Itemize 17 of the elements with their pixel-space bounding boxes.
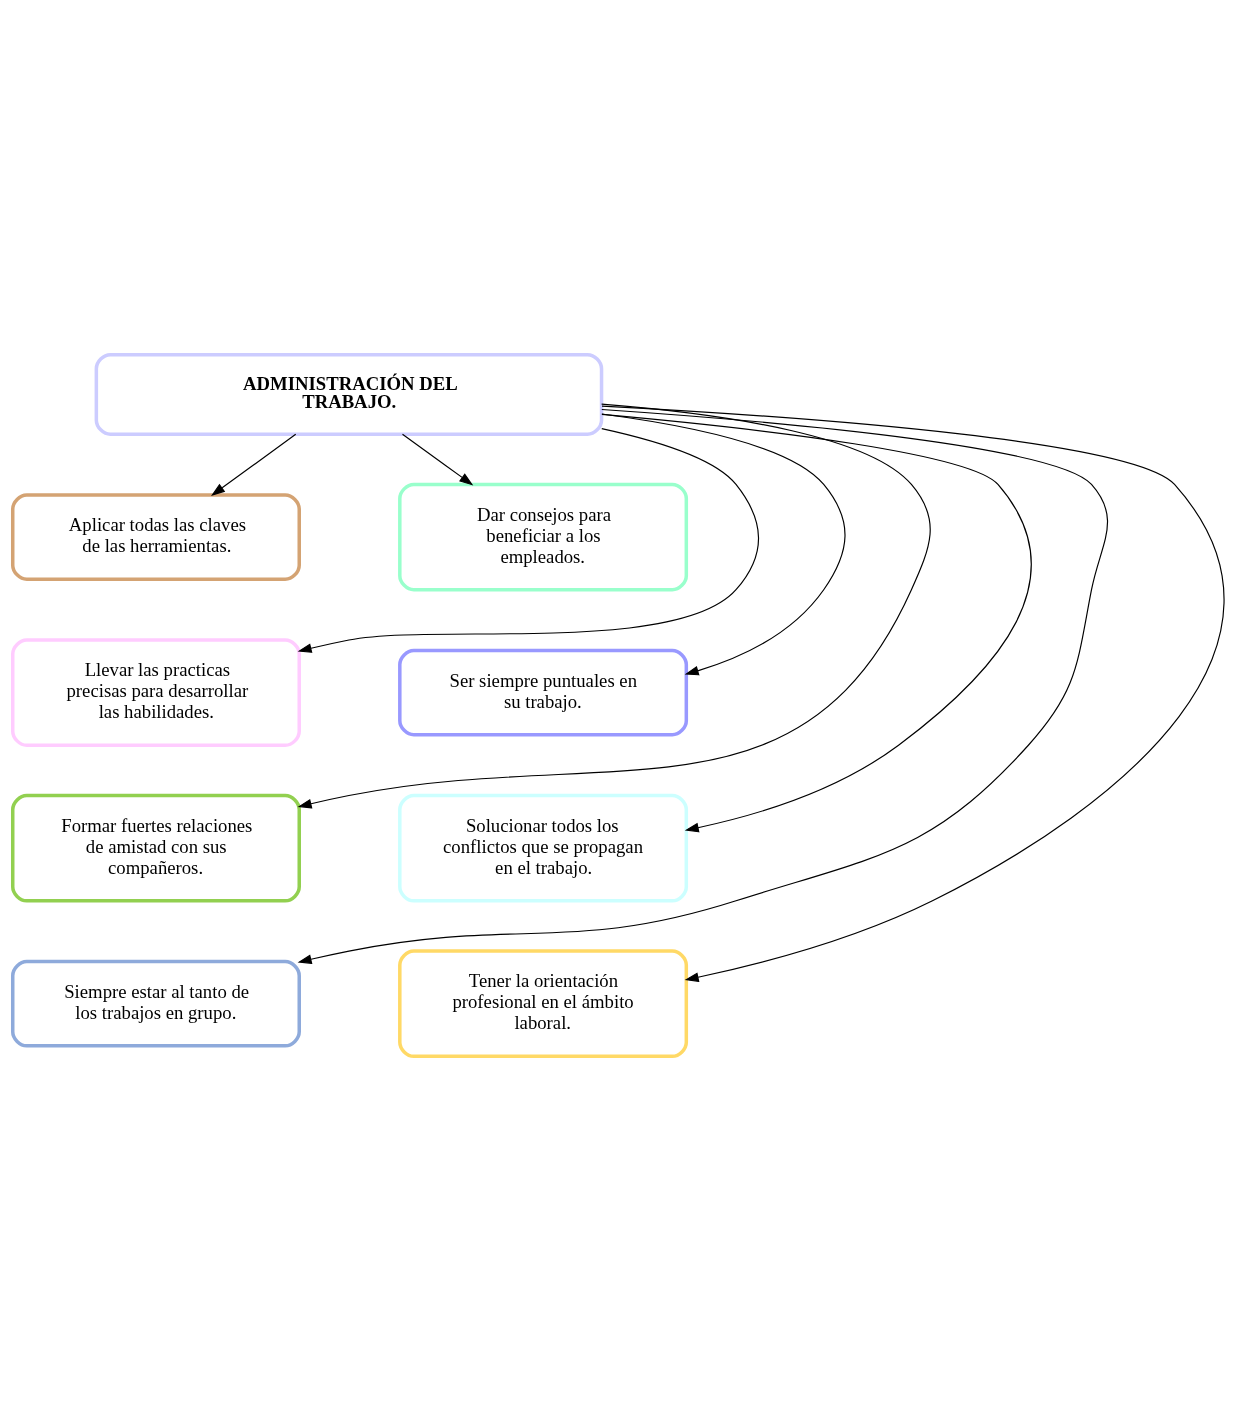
- arrow: [297, 428, 760, 653]
- arrow: [601, 413, 846, 676]
- node-box: Ser siempre puntuales en su trabajo.: [398, 648, 689, 737]
- arrow: [297, 408, 1109, 964]
- node-box: Formar fuertes relaciones de amistad con sus compañeros.: [11, 793, 301, 903]
- arrow: [211, 433, 297, 496]
- arrow: [601, 413, 1032, 833]
- node-box: Aplicar todas las claves de las herramientas.: [11, 493, 301, 581]
- arrow: [297, 403, 931, 809]
- arrow: [401, 433, 474, 486]
- node-box: Tener la orientación profesional en el ámbito laboral.: [398, 949, 689, 1059]
- node-box: ADMINISTRACIÓN DEL TRABAJO.: [94, 352, 604, 436]
- node-box: Solucionar todos los conflictos que se propagan en el trabajo.: [398, 793, 689, 903]
- node-box: Dar consejos para beneficiar a los empleados.: [398, 482, 689, 592]
- arrow: [601, 405, 1225, 983]
- node-box: Siempre estar al tanto de los trabajos en grupo.: [11, 959, 301, 1048]
- node-box: Llevar las practicas precisas para desarrollar las habilidades.: [11, 638, 301, 747]
